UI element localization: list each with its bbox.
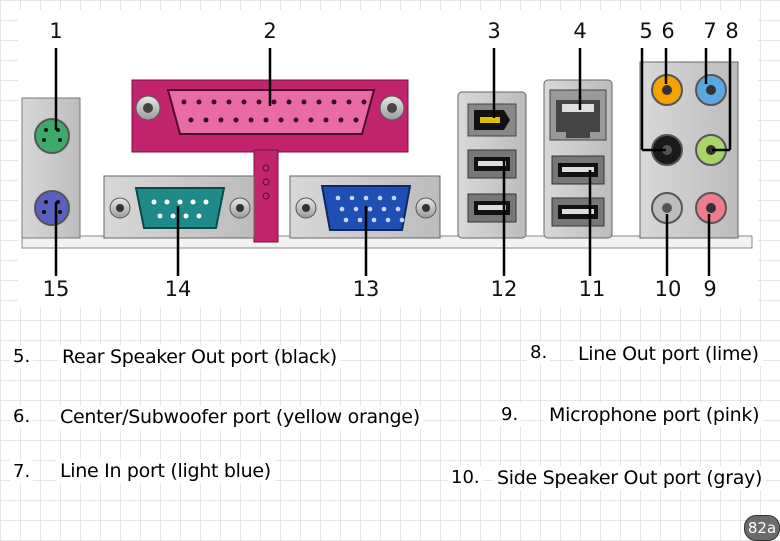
callout-9: 9 [703, 277, 716, 301]
callout-3: 3 [487, 19, 500, 43]
caption-6-number: 6. [10, 405, 34, 428]
callout-7: 7 [703, 19, 716, 43]
callout-15: 15 [43, 277, 70, 301]
caption-8-text: Line Out port (lime) [574, 342, 763, 366]
firewire-usb-stack [457, 91, 527, 239]
callout-4: 4 [573, 19, 586, 43]
caption-5-text: Rear Speaker Out port (black) [58, 345, 341, 369]
rear-io-illustration: 1 2 3 4 5 6 7 8 15 14 13 12 11 10 9 [21, 19, 753, 301]
callout-10: 10 [655, 277, 682, 301]
caption-7-text: Line In port (light blue) [56, 459, 275, 483]
vga-port [289, 175, 441, 239]
callout-13: 13 [353, 277, 380, 301]
ps2-mouse-port [34, 118, 70, 154]
rear-panel-diagram: 1 2 3 4 5 6 7 8 15 14 13 12 11 10 9 [18, 10, 758, 308]
callout-numbers: 1 2 3 4 5 6 7 8 15 14 13 12 11 10 9 [43, 19, 739, 301]
callout-1: 1 [49, 19, 62, 43]
callout-6: 6 [661, 19, 674, 43]
caption-8-number: 8. [527, 341, 551, 364]
caption-10-text: Side Speaker Out port (gray) [493, 466, 767, 490]
caption-7-number: 7. [10, 460, 34, 483]
lan-usb-stack [543, 79, 613, 239]
caption-9-number: 9. [498, 403, 522, 426]
caption-10-number: 10. [448, 466, 483, 489]
caption-6-text: Center/Subwoofer port (yellow orange) [56, 405, 424, 429]
page-badge: 82a [744, 515, 780, 541]
callout-11: 11 [579, 277, 606, 301]
ps2-ports [21, 97, 81, 239]
caption-9-text: Microphone port (pink) [545, 403, 764, 427]
ps2-keyboard-port [34, 190, 70, 226]
callout-2: 2 [263, 19, 276, 43]
callout-8: 8 [725, 19, 738, 43]
leader-lines [54, 48, 732, 276]
callout-5: 5 [639, 19, 652, 43]
callout-14: 14 [165, 277, 192, 301]
callout-12: 12 [491, 277, 518, 301]
caption-5-number: 5. [10, 345, 34, 368]
